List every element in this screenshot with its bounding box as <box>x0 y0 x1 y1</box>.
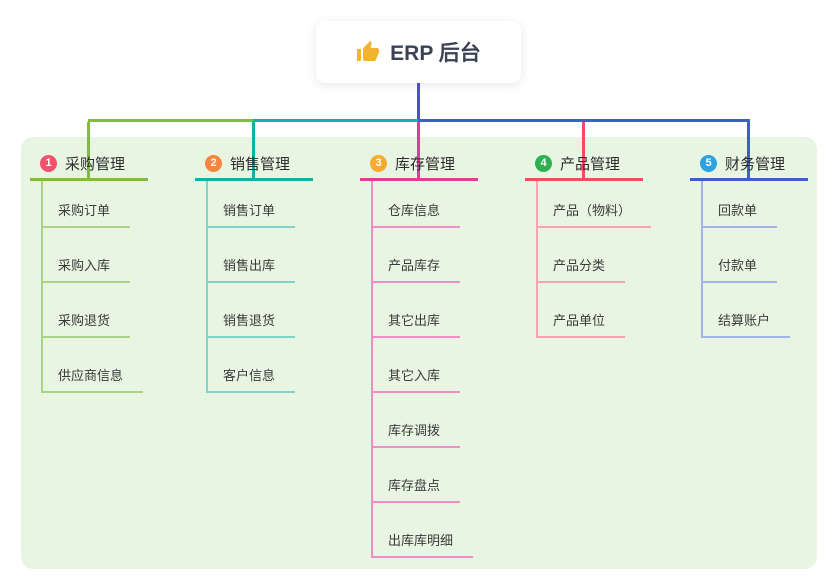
child-node[interactable]: 产品单位 <box>538 283 626 338</box>
branch-drop-line <box>581 122 585 178</box>
thumbs-up-icon <box>356 40 380 64</box>
branch-children: 回款单付款单结算账户 <box>701 181 791 338</box>
child-node[interactable]: 其它入库 <box>373 338 461 393</box>
branch-drop-line <box>416 122 420 178</box>
bus-segment <box>418 119 750 122</box>
branch-node[interactable]: 4 产品管理 <box>525 148 643 181</box>
branch-node[interactable]: 2 销售管理 <box>195 148 313 181</box>
branch-label: 销售管理 <box>230 155 291 173</box>
child-node[interactable]: 出库库明细 <box>373 503 474 558</box>
child-node[interactable]: 付款单 <box>703 228 778 283</box>
child-node[interactable]: 产品（物料） <box>538 181 652 228</box>
child-node[interactable]: 回款单 <box>703 181 778 228</box>
branch-children: 产品（物料）产品分类产品单位 <box>536 181 652 338</box>
bus-segment <box>88 119 253 122</box>
branch-drop-line <box>251 122 255 178</box>
branch-drop-line <box>86 122 90 178</box>
root-title: ERP 后台 <box>390 42 481 65</box>
branch-label: 库存管理 <box>395 155 456 173</box>
child-node[interactable]: 供应商信息 <box>43 338 144 393</box>
root-connector-line <box>416 83 420 119</box>
child-node[interactable]: 客户信息 <box>208 338 296 393</box>
child-node[interactable]: 产品库存 <box>373 228 461 283</box>
child-node[interactable]: 销售出库 <box>208 228 296 283</box>
branches-panel <box>21 137 817 569</box>
child-node[interactable]: 销售退货 <box>208 283 296 338</box>
child-node[interactable]: 产品分类 <box>538 228 626 283</box>
child-node[interactable]: 库存盘点 <box>373 448 461 503</box>
branch-label: 采购管理 <box>65 155 126 173</box>
child-node[interactable]: 库存调拨 <box>373 393 461 448</box>
branch-number-badge: 5 <box>700 154 717 172</box>
child-node[interactable]: 销售订单 <box>208 181 296 228</box>
branch-label: 财务管理 <box>725 155 786 173</box>
root-node[interactable]: ERP 后台 <box>316 21 521 83</box>
branch-children: 采购订单采购入库采购退货供应商信息 <box>41 181 144 393</box>
branch-number-badge: 3 <box>370 154 387 172</box>
branch-node[interactable]: 3 库存管理 <box>360 148 478 181</box>
child-node[interactable]: 结算账户 <box>703 283 791 338</box>
branch-number-badge: 2 <box>205 154 222 172</box>
branch-children: 仓库信息产品库存其它出库其它入库库存调拨库存盘点出库库明细 <box>371 181 474 558</box>
branch-label: 产品管理 <box>560 155 621 173</box>
child-node[interactable]: 采购订单 <box>43 181 131 228</box>
branch-node[interactable]: 1 采购管理 <box>30 148 148 181</box>
branch-children: 销售订单销售出库销售退货客户信息 <box>206 181 296 393</box>
branch-node[interactable]: 5 财务管理 <box>690 148 808 181</box>
child-node[interactable]: 其它出库 <box>373 283 461 338</box>
bus-segment <box>253 119 418 122</box>
child-node[interactable]: 采购退货 <box>43 283 131 338</box>
branch-number-badge: 1 <box>40 154 57 172</box>
branch-drop-line <box>746 122 750 178</box>
child-node[interactable]: 仓库信息 <box>373 181 461 228</box>
branch-number-badge: 4 <box>535 154 552 172</box>
child-node[interactable]: 采购入库 <box>43 228 131 283</box>
